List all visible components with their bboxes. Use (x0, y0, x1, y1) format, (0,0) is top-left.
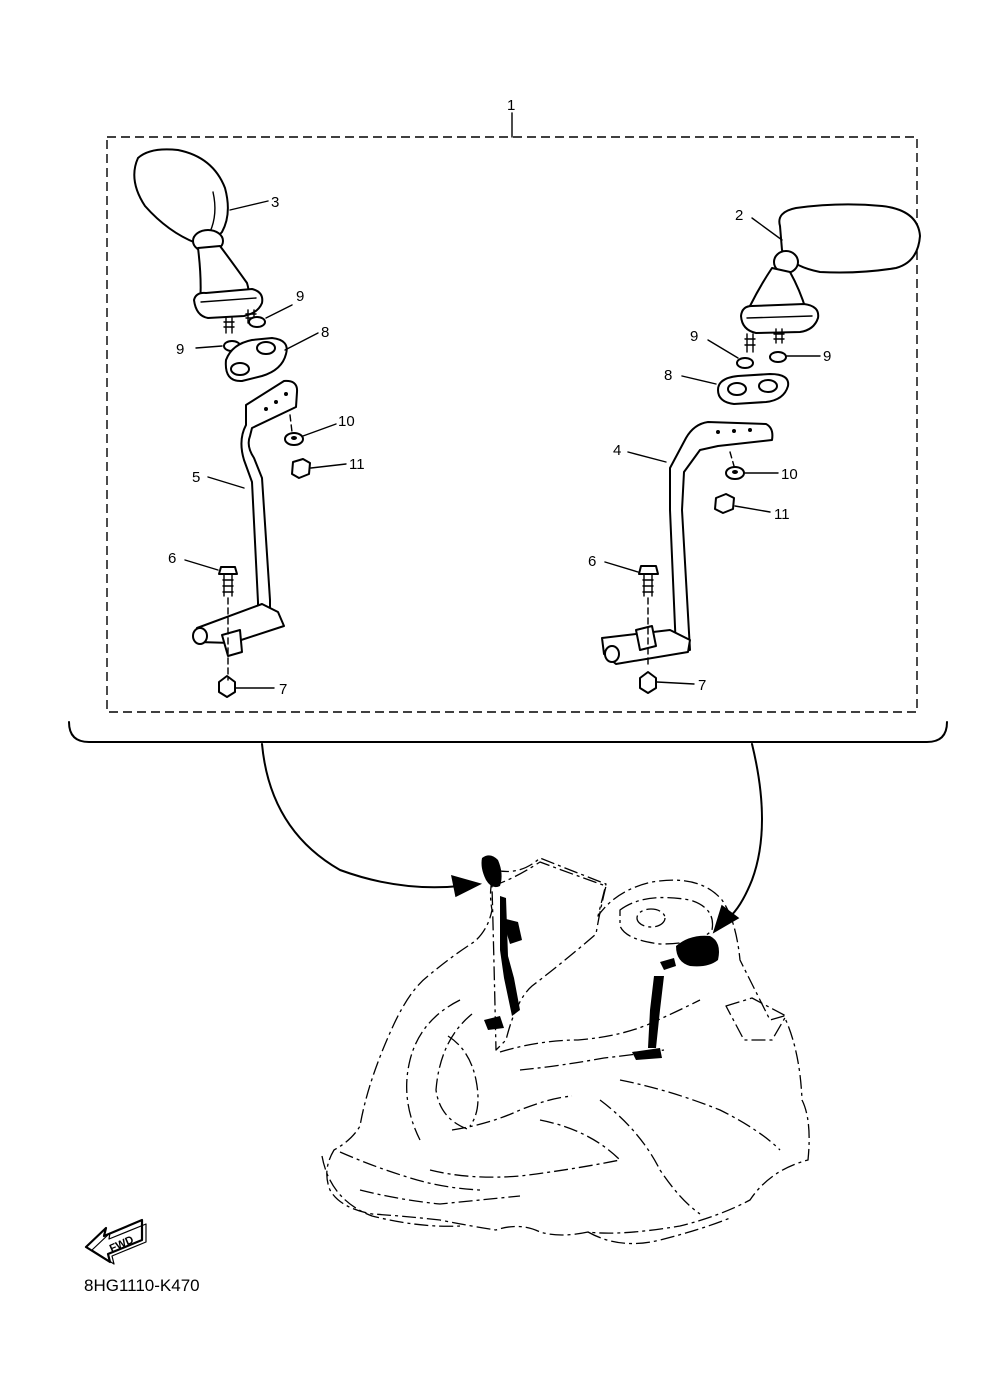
callout-2: 2 (735, 207, 743, 224)
callout-10-left: 10 (338, 413, 355, 430)
right-mirror-assembly (601, 203, 921, 694)
callout-7-right: 7 (698, 677, 706, 694)
callout-3: 3 (271, 194, 279, 211)
callout-6-right: 6 (588, 553, 596, 570)
callout-7-left: 7 (279, 681, 287, 698)
callout-8-left: 8 (321, 324, 329, 341)
callout-4: 4 (613, 442, 621, 459)
callout-9-left-b: 9 (176, 341, 184, 358)
callout-11-right: 11 (774, 506, 790, 523)
drawing-code: 8HG1110-K470 (84, 1276, 200, 1295)
installed-mirror-right (632, 935, 719, 1060)
arrow-right-to-vessel (725, 743, 763, 921)
callout-9-right-a: 9 (690, 328, 698, 345)
left-mirror-assembly (133, 148, 311, 698)
arrow-left-to-vessel (261, 743, 461, 889)
callout-11-left: 11 (349, 456, 365, 473)
mirror-head-left (133, 148, 229, 245)
kit-boundary (106, 136, 918, 713)
arrowhead-left (451, 874, 483, 898)
mirror-head-right (778, 203, 921, 274)
fwd-arrow-icon: FWD (84, 1218, 147, 1265)
callout-5: 5 (192, 469, 200, 486)
group-brace (68, 721, 948, 743)
callout-6-left: 6 (168, 550, 176, 567)
arrowhead-right (712, 904, 740, 934)
callout-1: 1 (507, 97, 515, 114)
callout-9-right-b: 9 (823, 348, 831, 365)
callout-9-left-a: 9 (296, 288, 304, 305)
watercraft-outline (321, 857, 810, 1245)
stay-right (669, 421, 774, 651)
callout-8-right: 8 (664, 367, 672, 384)
stay-left (240, 379, 299, 621)
installed-mirror-left (481, 855, 522, 1030)
callout-10-right: 10 (781, 466, 798, 483)
